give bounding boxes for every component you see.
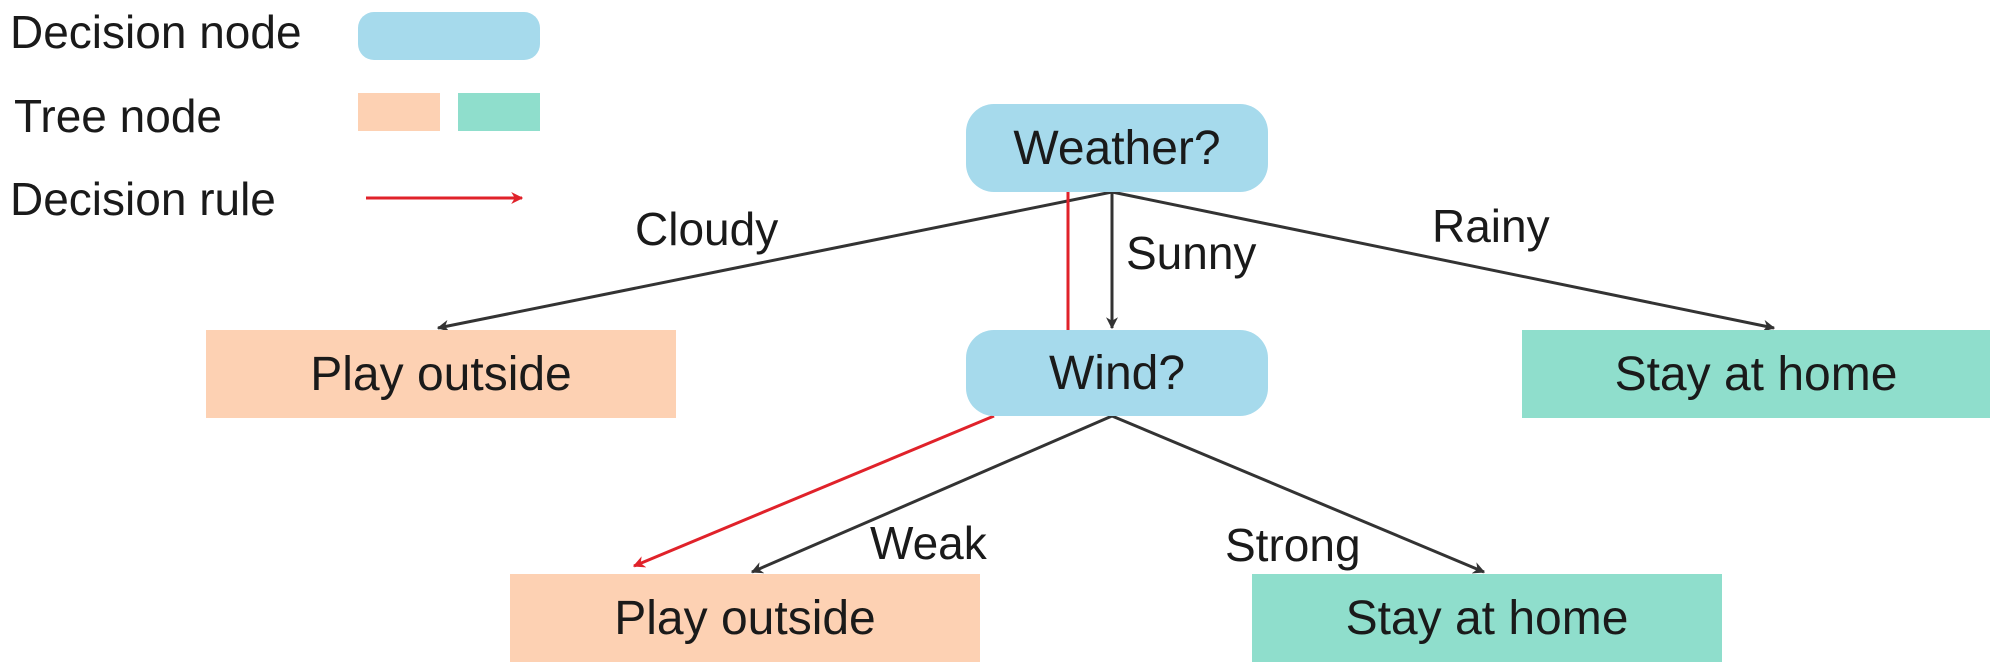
edge-label-rainy: Rainy [1432, 200, 1550, 252]
legend-tree-node-swatch-green [458, 93, 540, 131]
decision-rule-path-wind-play [632, 414, 995, 568]
edge-strong [1111, 414, 1486, 574]
wind-decision-node: Wind? [966, 330, 1268, 416]
legend-decision-node-label: Decision node [10, 6, 302, 58]
stay-at-home-tree-node-top: Stay at home [1522, 330, 1990, 418]
edge-label-sunny: Sunny [1126, 227, 1257, 279]
edge-label-cloudy: Cloudy [635, 203, 779, 255]
edge-weak [750, 414, 1113, 574]
stay-at-home-tree-node-bottom: Stay at home [1252, 574, 1722, 662]
legend-decision-rule-label: Decision rule [10, 173, 276, 225]
edge-label-weak: Weak [870, 517, 987, 569]
edge-cloudy [436, 190, 1113, 332]
legend-tree-node-label: Tree node [14, 90, 222, 142]
edge-rainy [1111, 190, 1776, 332]
legend-tree-node-swatch-orange [358, 93, 440, 131]
play-outside-tree-node-top: Play outside [206, 330, 676, 418]
weather-decision-node: Weather? [966, 104, 1268, 192]
legend-decision-node-swatch [358, 12, 540, 60]
edge-label-strong: Strong [1225, 519, 1361, 571]
play-outside-tree-node-bottom: Play outside [510, 574, 980, 662]
